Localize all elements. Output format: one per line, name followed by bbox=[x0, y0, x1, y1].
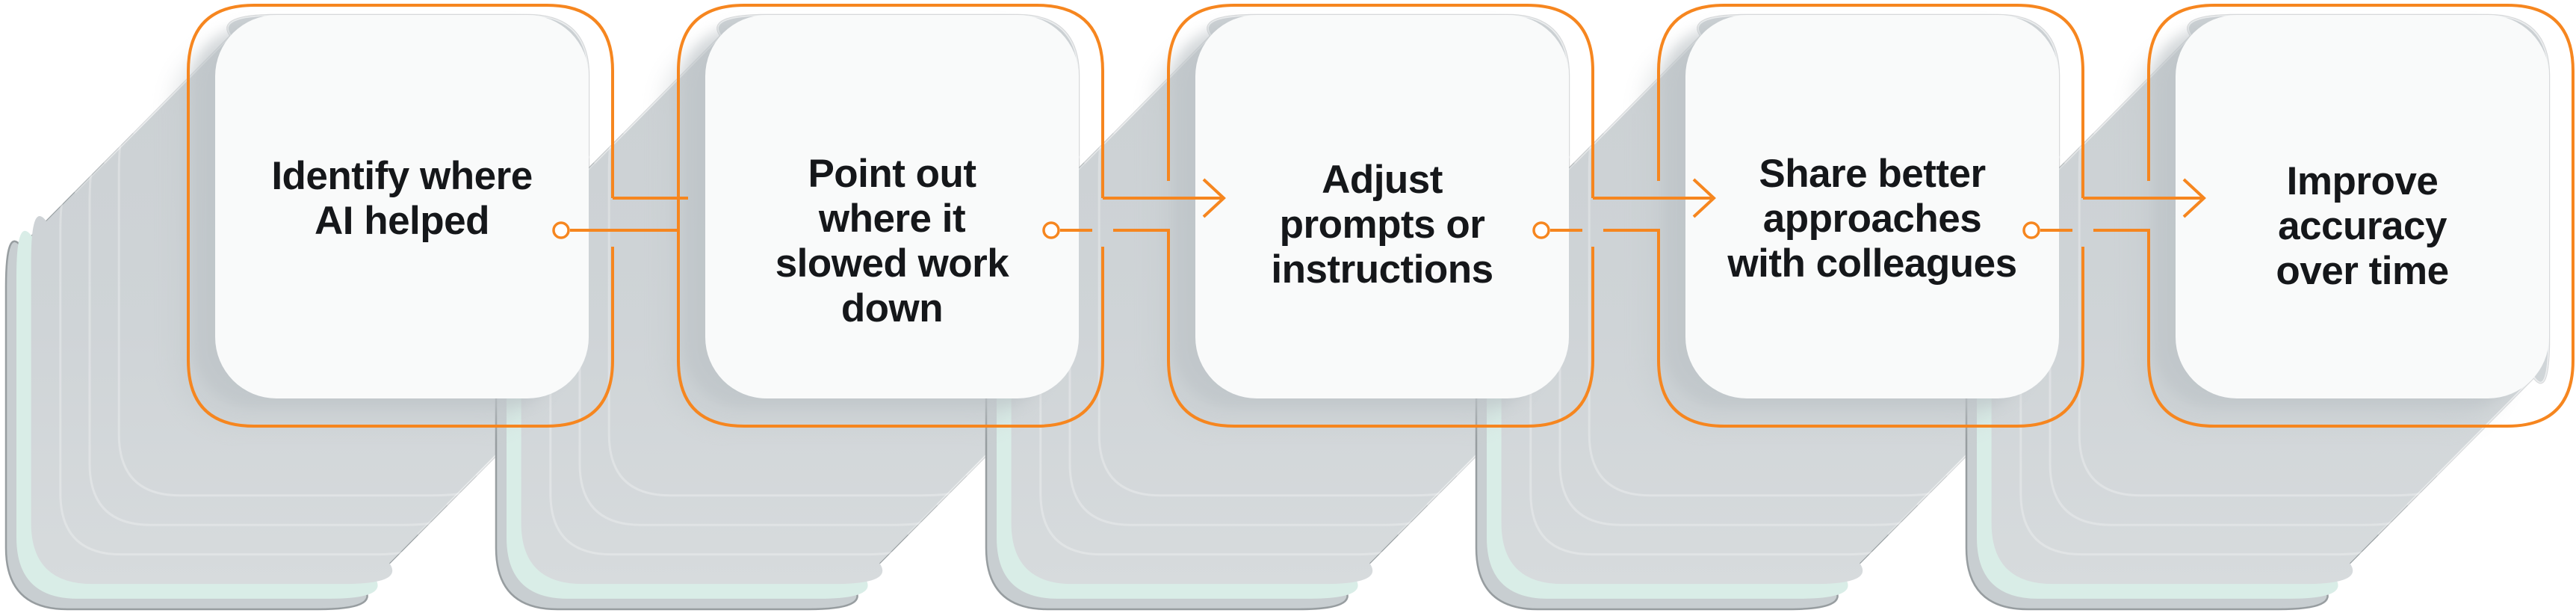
step-label-line: with colleagues bbox=[1727, 241, 2016, 286]
card-outline bbox=[187, 4, 688, 428]
connector-start-line bbox=[1603, 229, 1660, 360]
card-outline bbox=[1657, 4, 2206, 428]
step-label-line: slowed work bbox=[775, 241, 1010, 286]
circle-node-icon bbox=[1042, 221, 1060, 239]
card bbox=[1195, 15, 1569, 398]
step-label-line: Adjust bbox=[1322, 158, 1443, 202]
arrow-right-icon bbox=[1202, 178, 1226, 218]
step-label-line: approaches bbox=[1763, 197, 1982, 241]
card bbox=[215, 15, 589, 398]
step-label-line: Improve bbox=[2287, 159, 2439, 203]
step-label-line: Identify where bbox=[271, 154, 532, 198]
step-label-line: over time bbox=[2276, 249, 2448, 293]
step-label-line: where it bbox=[818, 197, 965, 241]
connector-start-line bbox=[2093, 229, 2150, 360]
card-outline bbox=[2147, 4, 2575, 428]
step-label-line: prompts or bbox=[1280, 203, 1485, 247]
card-outline bbox=[1167, 4, 1716, 428]
step-label-line: AI helped bbox=[315, 199, 489, 243]
step-label-line: accuracy bbox=[2278, 204, 2447, 248]
circle-node-icon bbox=[2022, 221, 2040, 239]
card-outline bbox=[677, 4, 1226, 428]
circle-node-icon bbox=[1532, 221, 1550, 239]
arrow-right-icon bbox=[2182, 178, 2206, 218]
step-label-line: Share better bbox=[1759, 152, 1985, 196]
card bbox=[705, 15, 1079, 398]
card bbox=[2176, 15, 2549, 398]
step-label-line: down bbox=[841, 286, 943, 330]
step-label-line: Point out bbox=[808, 152, 976, 196]
connector-start-line bbox=[1113, 229, 1170, 360]
step-label-line: instructions bbox=[1271, 247, 1493, 292]
circle-node-icon bbox=[552, 221, 570, 239]
connector-circuit bbox=[187, 4, 2575, 428]
card bbox=[1685, 15, 2059, 398]
arrow-right-icon bbox=[1692, 178, 1716, 218]
